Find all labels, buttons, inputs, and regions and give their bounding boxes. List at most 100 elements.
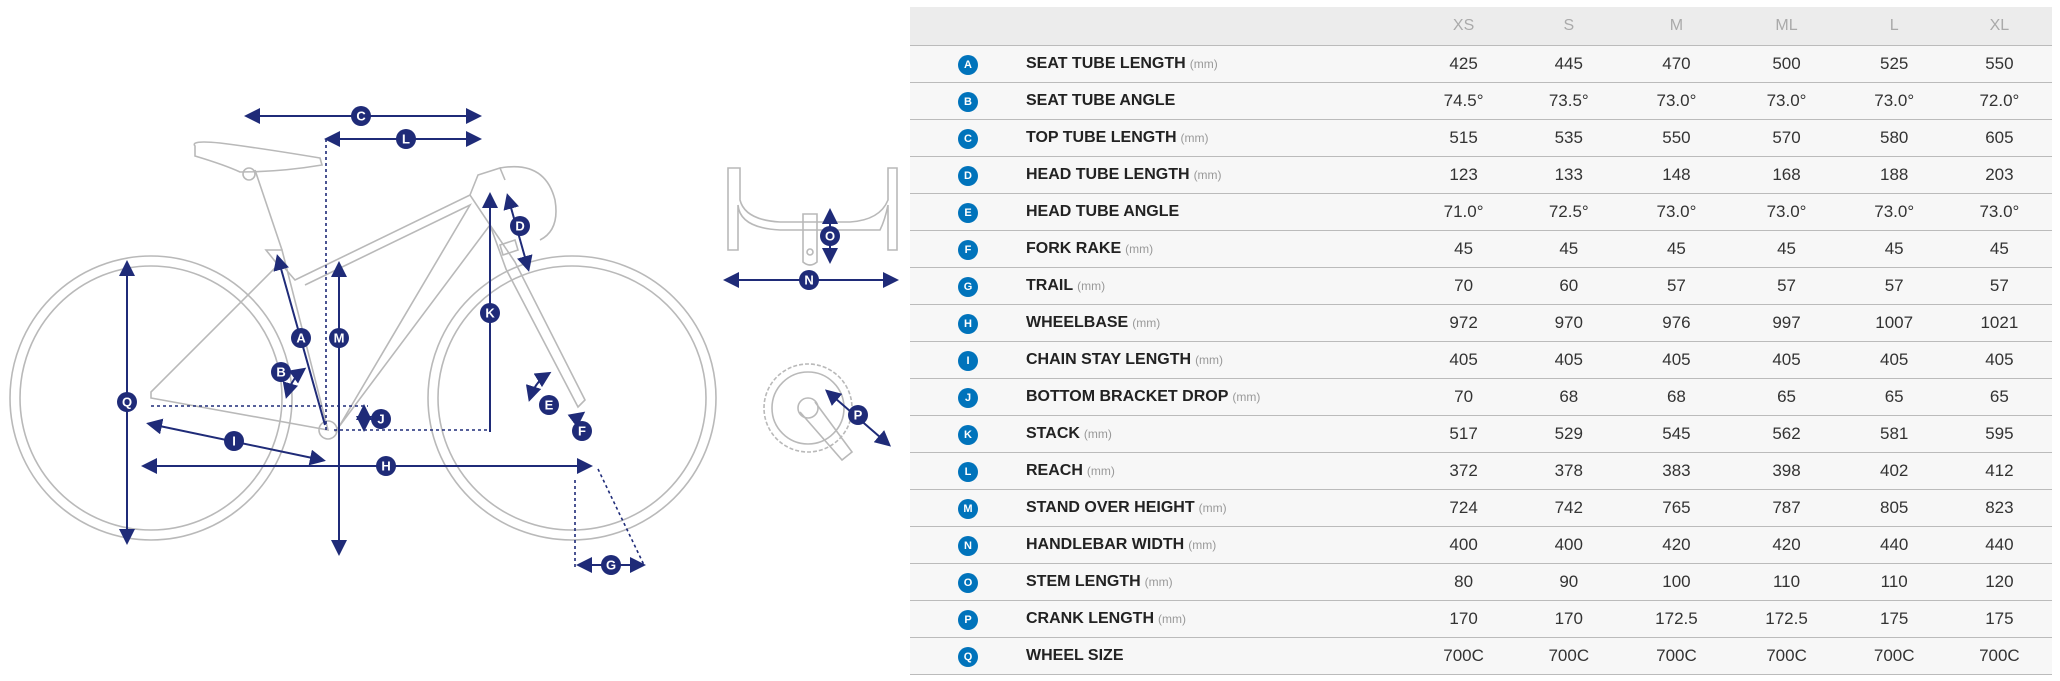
measurement-value: 787 — [1731, 489, 1842, 527]
measurement-unit: (mm) — [1189, 57, 1218, 71]
size-header: M — [1621, 7, 1732, 46]
label-e-text: E — [545, 398, 554, 413]
measurement-value: 405 — [1411, 341, 1517, 379]
measurement-name: STAND OVER HEIGHT — [1026, 499, 1195, 516]
measurement-value: 700C — [1946, 637, 2052, 675]
label-l: L — [396, 129, 416, 149]
measurement-value: 562 — [1731, 415, 1842, 453]
size-header-row: XS S M ML L XL — [910, 7, 2052, 46]
measurement-value: 45 — [1516, 230, 1622, 268]
dimension-lines — [119, 108, 899, 573]
letter-badge: A — [958, 55, 978, 75]
measurement-name-cell: WHEEL SIZE — [1026, 637, 1411, 675]
measurement-value: 700C — [1621, 637, 1732, 675]
measurement-unit: (mm) — [1144, 575, 1173, 589]
measurement-value: 168 — [1731, 156, 1842, 194]
letter-badge-cell: M — [910, 489, 1026, 527]
measurement-value: 72.5° — [1516, 193, 1622, 231]
letter-badge-cell: L — [910, 452, 1026, 490]
label-a-text: A — [296, 331, 306, 346]
label-a: A — [291, 328, 311, 348]
label-b: B — [271, 362, 291, 382]
measurement-value: 70 — [1411, 267, 1517, 305]
measurement-value: 60 — [1516, 267, 1622, 305]
measurement-value: 45 — [1946, 230, 2052, 268]
measurement-value: 72.0° — [1946, 82, 2052, 120]
measurement-value: 372 — [1411, 452, 1517, 490]
label-i-text: I — [232, 434, 236, 449]
label-c-text: C — [356, 109, 366, 124]
measurement-value: 405 — [1841, 341, 1947, 379]
label-n-text: N — [804, 273, 813, 288]
measurement-name: HANDLEBAR WIDTH — [1026, 536, 1185, 553]
measurement-value: 700C — [1411, 637, 1517, 675]
measurement-value: 405 — [1621, 341, 1732, 379]
measurement-value: 383 — [1621, 452, 1732, 490]
measurement-value: 1021 — [1946, 304, 2052, 342]
measurement-name-cell: STAND OVER HEIGHT(mm) — [1026, 489, 1411, 527]
measurement-name: CHAIN STAY LENGTH — [1026, 351, 1192, 368]
measurement-value: 80 — [1411, 563, 1517, 601]
measurement-value: 73.0° — [1841, 193, 1947, 231]
letter-badge-cell: P — [910, 600, 1026, 638]
letter-badge-cell: B — [910, 82, 1026, 120]
measurement-value: 405 — [1731, 341, 1842, 379]
measurement-value: 500 — [1731, 45, 1842, 83]
letter-badge: K — [958, 425, 978, 445]
measurement-value: 65 — [1731, 378, 1842, 416]
measurement-value: 123 — [1411, 156, 1517, 194]
measurement-unit: (mm) — [1232, 390, 1261, 404]
measurement-value: 420 — [1621, 526, 1732, 564]
label-k-text: K — [485, 306, 495, 321]
measurement-value: 188 — [1841, 156, 1947, 194]
measurement-value: 1007 — [1841, 304, 1947, 342]
measurement-value: 595 — [1946, 415, 2052, 453]
measurement-value: 700C — [1841, 637, 1947, 675]
bike-geometry-diagram: C L A B M K D E F J I H Q G O N P — [9, 106, 899, 575]
measurement-name: FORK RAKE — [1026, 240, 1122, 257]
letter-badge: B — [958, 92, 978, 112]
measurement-value: 525 — [1841, 45, 1947, 83]
label-f-text: F — [578, 424, 586, 439]
letter-badge: N — [958, 536, 978, 556]
measurement-value: 529 — [1516, 415, 1622, 453]
measurement-name-cell: BOTTOM BRACKET DROP(mm) — [1026, 378, 1411, 416]
letter-badge: J — [958, 388, 978, 408]
measurement-value: 972 — [1411, 304, 1517, 342]
measurement-value: 73.5° — [1516, 82, 1622, 120]
measurement-value: 70 — [1411, 378, 1517, 416]
measurement-value: 45 — [1411, 230, 1517, 268]
measurement-value: 57 — [1946, 267, 2052, 305]
label-q: Q — [117, 392, 137, 412]
letter-badge-cell: E — [910, 193, 1026, 231]
measurement-value: 550 — [1946, 45, 2052, 83]
measurement-name: TOP TUBE LENGTH — [1026, 129, 1177, 146]
measurement-unit: (mm) — [1077, 279, 1106, 293]
label-f: F — [572, 421, 592, 441]
measurement-name-cell: TRAIL(mm) — [1026, 267, 1411, 305]
size-header: XS — [1411, 7, 1517, 46]
measurement-value: 148 — [1621, 156, 1732, 194]
measurement-value: 68 — [1621, 378, 1732, 416]
measurement-name: CRANK LENGTH — [1026, 610, 1154, 627]
label-g: G — [601, 555, 621, 575]
measurement-value: 420 — [1731, 526, 1842, 564]
measurement-unit: (mm) — [1086, 464, 1115, 478]
measurement-unit: (mm) — [1180, 131, 1209, 145]
measurement-name: HEAD TUBE ANGLE — [1026, 203, 1180, 220]
measurement-value: 545 — [1621, 415, 1732, 453]
measurement-name-cell: STACK(mm) — [1026, 415, 1411, 453]
measurement-name-cell: WHEELBASE(mm) — [1026, 304, 1411, 342]
letter-badge-cell: J — [910, 378, 1026, 416]
label-o-text: O — [825, 229, 835, 244]
measurement-value: 203 — [1946, 156, 2052, 194]
letter-badge-cell: K — [910, 415, 1026, 453]
